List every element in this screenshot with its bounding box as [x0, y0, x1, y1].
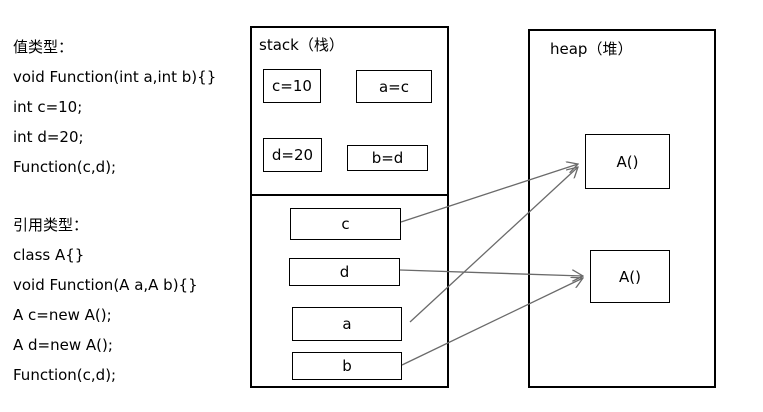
code-line: void Function(A a,A b){} [13, 276, 198, 294]
value-type-code: 值类型： void Function(int a,int b){} int c=… [13, 32, 216, 182]
code-line: Function(c,d); [13, 158, 117, 176]
heap-object-2: A() [590, 250, 670, 303]
stack-value-c: c=10 [263, 69, 321, 103]
code-line: int d=20; [13, 128, 84, 146]
stack-divider [250, 194, 449, 196]
stack-ref-b: b [292, 352, 402, 380]
stack-value-b: b=d [347, 145, 428, 171]
code-line: int c=10; [13, 98, 83, 116]
heap-region [528, 29, 716, 388]
code-line: A d=new A(); [13, 336, 113, 354]
stack-ref-d: d [289, 258, 400, 286]
reference-type-code: 引用类型： class A{} void Function(A a,A b){}… [13, 210, 198, 390]
stack-ref-a: a [292, 307, 402, 341]
code-line: void Function(int a,int b){} [13, 68, 217, 86]
stack-ref-c: c [290, 208, 401, 240]
value-type-heading: 值类型： [13, 38, 74, 56]
heap-object-1: A() [585, 134, 670, 189]
stack-value-d: d=20 [263, 138, 322, 172]
stack-title: stack（栈） [259, 36, 344, 54]
heap-title: heap（堆） [550, 40, 633, 58]
code-line: class A{} [13, 246, 85, 264]
code-line: Function(c,d); [13, 366, 117, 384]
stack-value-a: a=c [356, 70, 432, 103]
code-line: A c=new A(); [13, 306, 112, 324]
reference-type-heading: 引用类型： [13, 216, 89, 234]
